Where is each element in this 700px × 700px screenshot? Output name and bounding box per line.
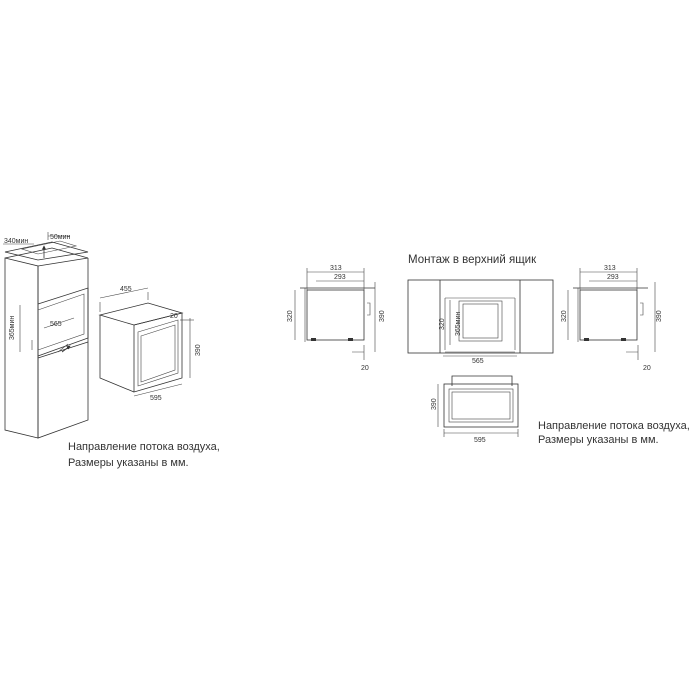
dim-gap-label: 50мин xyxy=(50,234,71,241)
upper-cabinet-title: Монтаж в верхний ящик xyxy=(408,254,537,266)
cabinet-height-a-label: 320 xyxy=(439,318,446,330)
upper-cabinet-front-labels: 320 365мин 565 xyxy=(439,312,484,365)
left-caption-line2: Размеры указаны в мм. xyxy=(68,457,189,469)
tall-cabinet-labels: 340мин 50мин 565 365мин xyxy=(4,234,71,340)
side-view-right-labels: 313 293 320 390 20 xyxy=(561,265,663,372)
side1-top-outer-label: 313 xyxy=(330,265,342,272)
side2-top-inner-label: 293 xyxy=(607,274,619,281)
front-height-label: 390 xyxy=(431,398,438,410)
oven-width-label: 595 xyxy=(150,395,162,402)
oven-height-label: 390 xyxy=(195,344,202,356)
side2-left-height-label: 320 xyxy=(561,310,568,322)
side1-left-height-label: 320 xyxy=(287,310,294,322)
front-width-label: 595 xyxy=(474,437,486,444)
side2-top-outer-label: 313 xyxy=(604,265,616,272)
side-view-left-labels: 313 293 320 390 20 xyxy=(287,265,386,372)
side-view-right-drawing xyxy=(567,268,656,360)
right-caption-line2: Размеры указаны в мм. xyxy=(538,434,659,446)
side1-bottom-label: 20 xyxy=(361,365,369,372)
tall-cabinet-drawing xyxy=(3,232,89,439)
right-caption-line1: Направление потока воздуха, xyxy=(538,420,690,432)
oven-side-label: 20 xyxy=(170,313,178,320)
dim-niche-width-label: 565 xyxy=(50,321,62,328)
side1-right-height-label: 390 xyxy=(379,310,386,322)
oven-isometric-drawing xyxy=(98,287,194,397)
oven-front-drawing xyxy=(437,375,519,437)
oven-isometric-labels: 455 20 390 595 xyxy=(120,286,202,402)
cabinet-width-label: 565 xyxy=(472,358,484,365)
oven-depth-label: 455 xyxy=(120,286,132,293)
oven-front-labels: 390 595 xyxy=(431,398,486,444)
cabinet-height-b-label: 365мин xyxy=(455,312,462,336)
side2-right-height-label: 390 xyxy=(656,310,663,322)
side1-top-inner-label: 293 xyxy=(334,274,346,281)
dim-depth-label: 340мин xyxy=(4,238,28,245)
upper-cabinet-front-drawing xyxy=(407,279,554,357)
left-caption-line1: Направление потока воздуха, xyxy=(68,441,220,453)
side-view-left-drawing xyxy=(294,268,376,360)
side2-bottom-label: 20 xyxy=(643,365,651,372)
dim-niche-height-label: 365мин xyxy=(9,316,16,340)
